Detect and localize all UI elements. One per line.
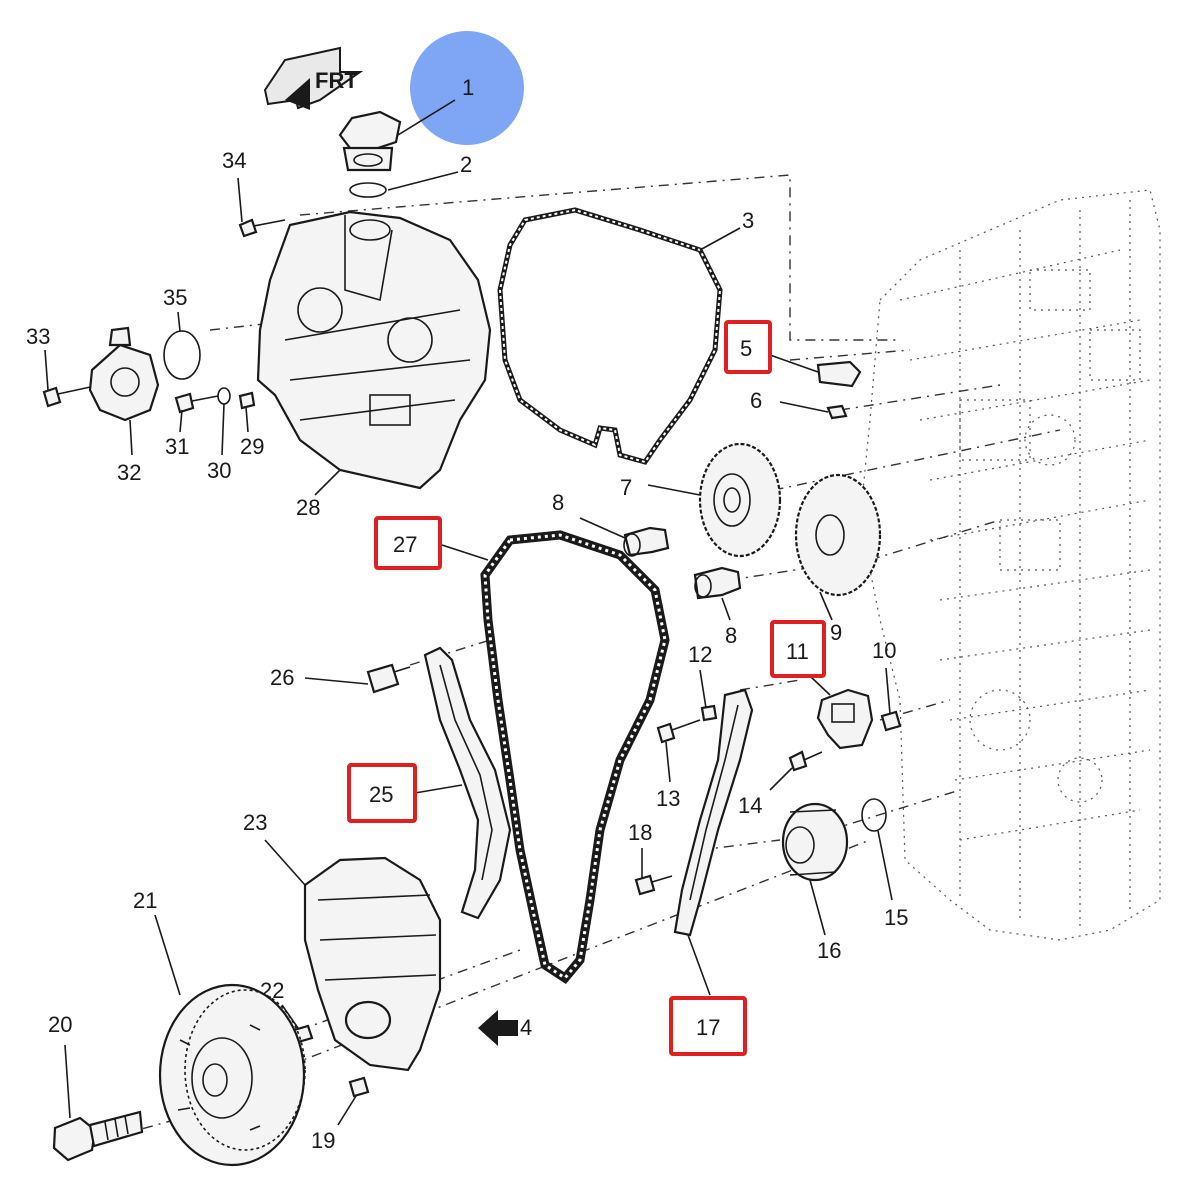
part-bolt-13: 13: [656, 719, 701, 811]
highlight-box-11: [770, 620, 826, 678]
part-bolt-31: 31: [165, 392, 219, 459]
part-sensor-5: 5: [724, 320, 862, 388]
part-gasket-35: 35: [163, 285, 201, 380]
part-seal-15: 15: [861, 798, 908, 930]
part-bolt-19: 19: [311, 1076, 370, 1153]
part-tensioner-11: 11: [770, 620, 874, 750]
callout-10: 10: [872, 638, 896, 663]
callout-8b: 8: [725, 623, 737, 648]
highlight-box-5: [724, 320, 772, 374]
part-bolt-33: 33: [26, 324, 96, 408]
callout-30: 30: [207, 458, 231, 483]
front-marker-text: FRT: [315, 68, 358, 93]
callout-35: 35: [163, 285, 187, 310]
callout-12: 12: [688, 642, 712, 667]
highlight-circle: [410, 31, 524, 145]
part-pin-22: 22: [260, 978, 314, 1044]
callout-2: 2: [460, 152, 472, 177]
callout-8a: 8: [552, 490, 564, 515]
callout-13: 13: [656, 786, 680, 811]
part-gasket-3: 3: [497, 207, 754, 465]
part-crank-bolt-20: 20: [48, 1012, 144, 1162]
part-oring-2: 2: [349, 152, 472, 198]
part-bolt-12: 12: [688, 642, 718, 722]
callout-18: 18: [628, 820, 652, 845]
callout-14: 14: [738, 793, 762, 818]
part-bolt-8b: 8: [693, 566, 742, 648]
highlight-box-17: [669, 996, 747, 1056]
part-thermostat-housing: 1: [338, 31, 524, 172]
callout-20: 20: [48, 1012, 72, 1037]
part-bolt-10: 10: [872, 638, 902, 732]
part-timing-chain-27: 27: [374, 516, 670, 984]
part-pump-32: 32: [88, 326, 160, 485]
part-upper-cover-28: 28: [256, 210, 492, 520]
callout-11: 11: [786, 639, 809, 664]
callout-27: 27: [393, 532, 417, 557]
engine-block-outline: [859, 189, 1161, 941]
part-arrow-4: 4: [478, 1010, 532, 1046]
part-washer-30: 30: [207, 387, 231, 483]
part-bolt-14: 14: [738, 750, 823, 818]
callout-19: 19: [311, 1128, 335, 1153]
part-crank-sprocket-16: 16: [781, 802, 849, 963]
callout-1: 1: [462, 75, 474, 100]
callout-6: 6: [750, 388, 762, 413]
part-tensioner-guide-17: 17: [669, 688, 754, 1056]
callout-32: 32: [117, 460, 141, 485]
callout-31: 31: [165, 434, 189, 459]
assembly-axis-lines: [119, 174, 1061, 1136]
highlight-box-27: [374, 516, 442, 570]
callout-5: 5: [740, 336, 752, 361]
part-bolt-34: 34: [222, 148, 286, 238]
callout-29: 29: [240, 434, 264, 459]
callout-28: 28: [296, 495, 320, 520]
highlight-box-25: [347, 763, 417, 823]
part-cam-sprocket-9: 9: [794, 473, 882, 645]
callout-26: 26: [270, 665, 294, 690]
callout-16: 16: [817, 938, 841, 963]
callout-23: 23: [243, 810, 267, 835]
callout-7: 7: [620, 475, 632, 500]
callout-15: 15: [884, 905, 908, 930]
callout-25: 25: [369, 782, 393, 807]
part-chain-guide-25: 25: [347, 646, 512, 920]
callout-17: 17: [696, 1015, 720, 1040]
callout-4: 4: [520, 1015, 532, 1040]
front-direction-marker: FRT: [263, 46, 364, 110]
part-cam-sprocket-7: 7: [620, 442, 782, 558]
callout-33: 33: [26, 324, 50, 349]
part-pin-6: 6: [750, 388, 848, 420]
part-lower-cover-23: 23: [243, 810, 442, 1072]
callout-21: 21: [133, 888, 157, 913]
callout-9: 9: [830, 620, 842, 645]
part-pin-29: 29: [238, 391, 264, 459]
part-bolt-18: 18: [628, 820, 673, 896]
part-crank-pulley-21: 21: [133, 888, 306, 1167]
part-bolt-8a: 8: [552, 490, 670, 557]
callout-3: 3: [742, 208, 754, 233]
part-bolt-26: 26: [270, 663, 411, 694]
callout-34: 34: [222, 148, 246, 173]
